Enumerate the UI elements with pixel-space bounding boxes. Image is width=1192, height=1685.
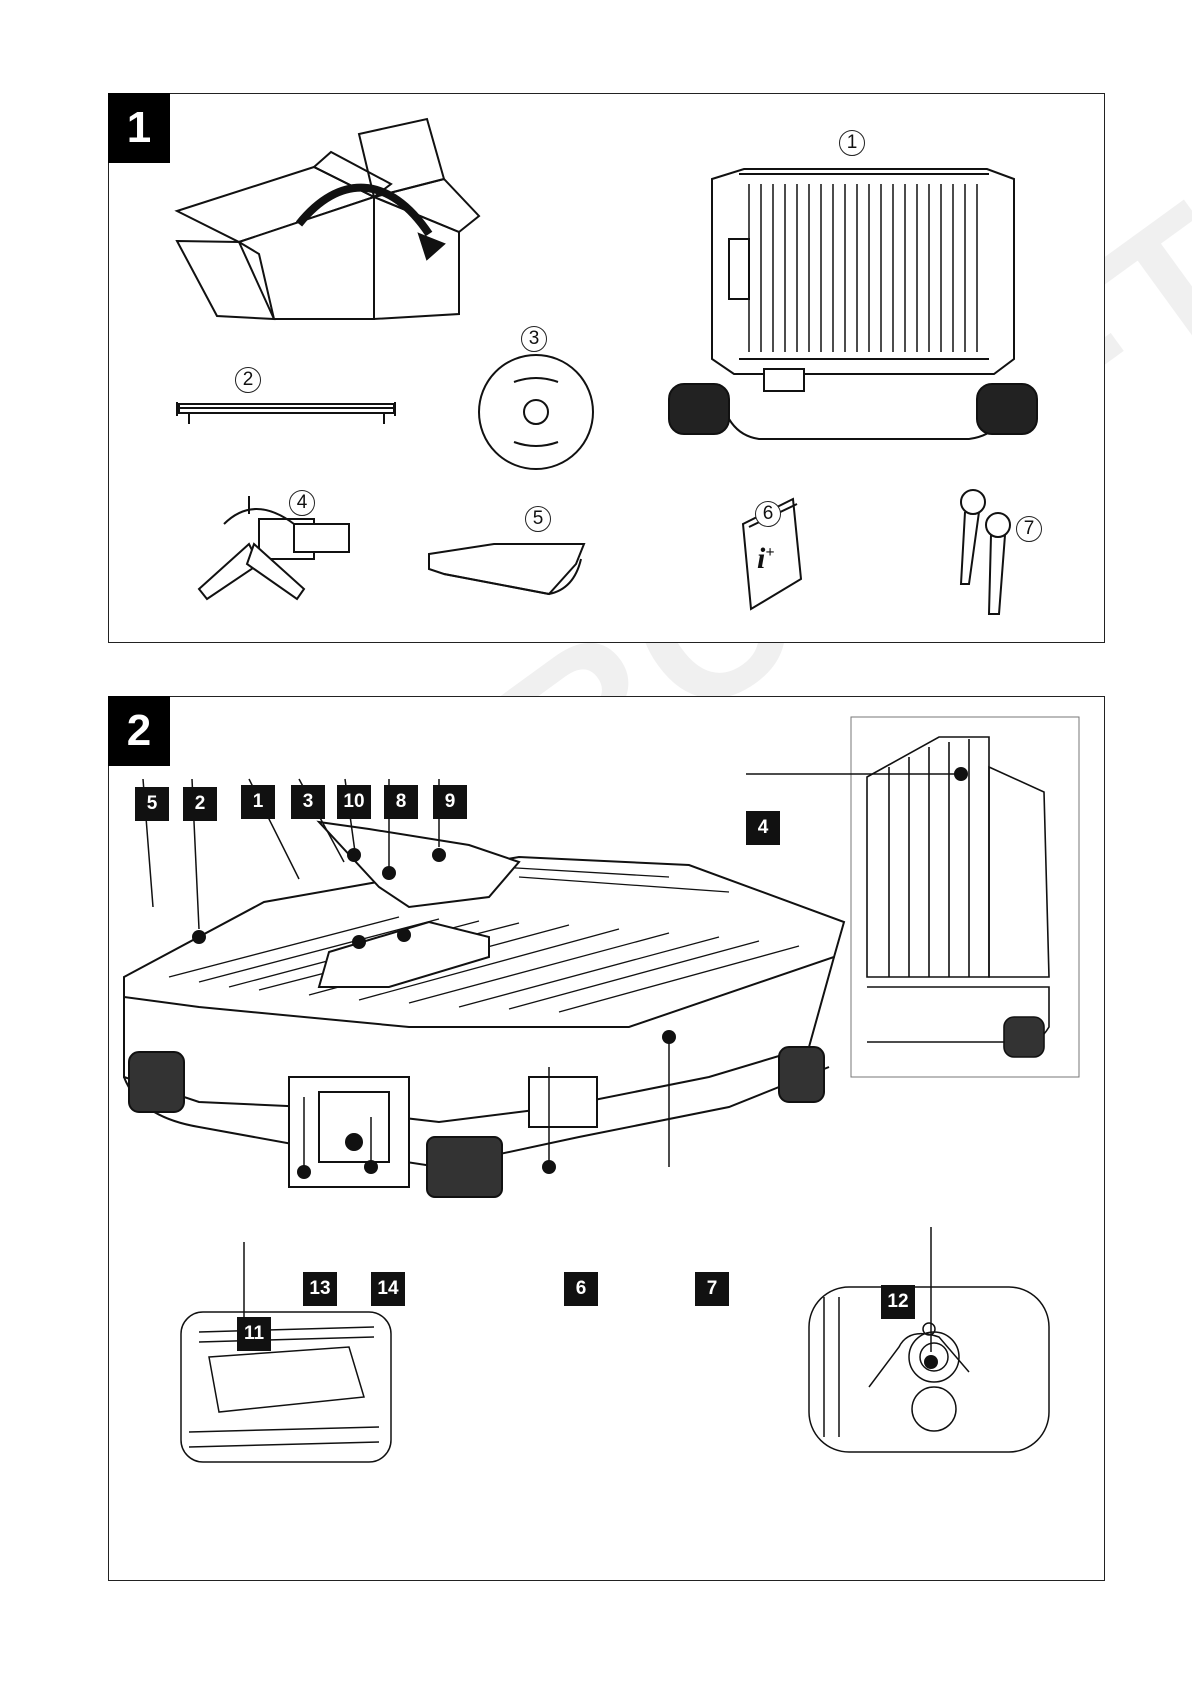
callout-12: 12 — [881, 1285, 915, 1319]
guide-rail-icon — [177, 402, 395, 424]
blade-guard-icon — [429, 544, 584, 594]
part-label-6: 6 — [755, 501, 781, 527]
callout-3: 3 — [291, 785, 325, 819]
part-label-2: 2 — [235, 367, 261, 393]
callout-10: 10 — [337, 785, 371, 819]
callout-5: 5 — [135, 787, 169, 821]
figure-2-panel: 2 — [108, 696, 1105, 1581]
figure-2-drawings — [109, 697, 1106, 1582]
callout-14: 14 — [371, 1272, 405, 1306]
figure-1-panel: 1 — [108, 93, 1105, 643]
callout-8: 8 — [384, 785, 418, 819]
part-label-7: 7 — [1016, 516, 1042, 542]
cutting-disc-icon — [479, 355, 593, 469]
callout-4: 4 — [746, 811, 780, 845]
callout-11: 11 — [237, 1317, 271, 1351]
tile-cutter-top-view-icon — [669, 169, 1037, 439]
part-label-5: 5 — [525, 506, 551, 532]
figure-1-drawings — [109, 94, 1106, 644]
tile-cutter-perspective-icon — [124, 822, 844, 1197]
part-label-3: 3 — [521, 326, 547, 352]
manual-i-glyph: i+ — [757, 542, 774, 576]
callout-13: 13 — [303, 1272, 337, 1306]
box-icon — [177, 119, 479, 319]
callout-1: 1 — [241, 785, 275, 819]
callout-2: 2 — [183, 787, 217, 821]
angle-guide-icon — [199, 496, 349, 599]
part-label-1: 1 — [839, 130, 865, 156]
wrench-pair-icon — [961, 490, 1010, 614]
callout-7: 7 — [695, 1272, 729, 1306]
part-label-4: 4 — [289, 490, 315, 516]
callout-9: 9 — [433, 785, 467, 819]
callout-6: 6 — [564, 1272, 598, 1306]
